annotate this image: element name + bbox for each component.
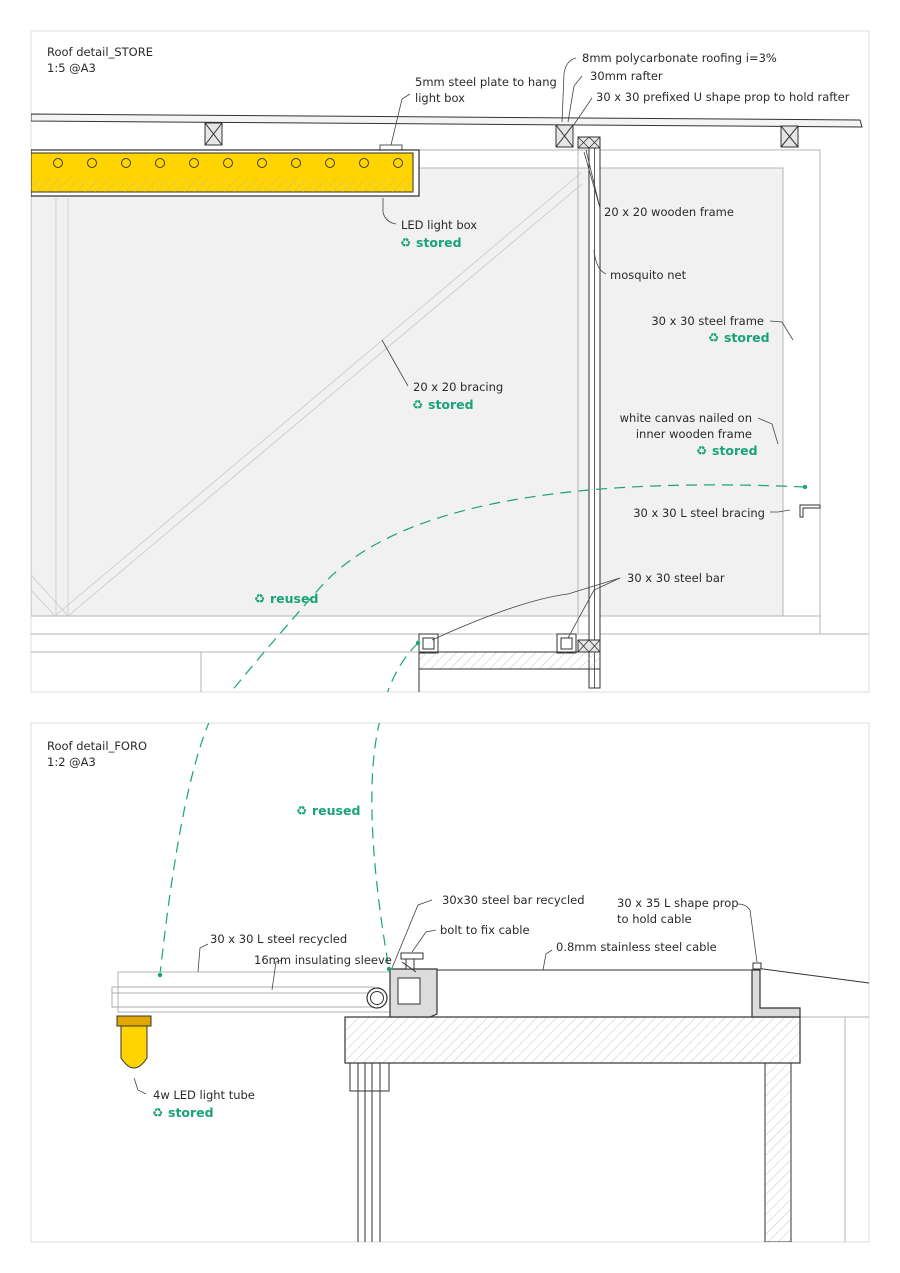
label-l-bracing: 30 x 30 L steel bracing bbox=[633, 506, 765, 520]
recycle-icon: ♻ bbox=[400, 235, 411, 250]
recycle-icon: ♻ bbox=[152, 1105, 163, 1120]
store-leaders bbox=[381, 57, 794, 641]
label-l-steel-recycled: 30 x 30 L steel recycled bbox=[210, 932, 347, 946]
foro-panel: Roof detail_FORO 1:2 @A3 ♻ reused 30x30 … bbox=[30, 722, 870, 1243]
tag-stored: ♻ stored bbox=[400, 235, 462, 250]
label-wooden-frame: 20 x 20 wooden frame bbox=[604, 205, 734, 219]
tag-stored: ♻ stored bbox=[412, 397, 474, 412]
label-canvas-1: white canvas nailed on bbox=[620, 411, 752, 425]
store-panel: Roof detail_STORE 1:5 @A3 8mm polycarbon… bbox=[30, 30, 870, 693]
reuse-dot bbox=[157, 972, 163, 978]
store-title: Roof detail_STORE bbox=[47, 45, 153, 59]
recycle-icon: ♻ bbox=[708, 330, 719, 345]
label-sleeve: 16mm insulating sleeve bbox=[254, 953, 392, 967]
reuse-path-top bbox=[230, 484, 806, 692]
reuse-dot bbox=[386, 966, 392, 972]
led-light-box bbox=[31, 149, 420, 197]
l-steel-recycled bbox=[117, 971, 391, 1013]
stainless-cable bbox=[754, 967, 869, 984]
svg-text:stored: stored bbox=[428, 397, 474, 412]
label-steel-frame: 30 x 30 steel frame bbox=[651, 314, 764, 328]
tag-stored: ♻ stored bbox=[708, 330, 770, 345]
label-plate-2: light box bbox=[415, 91, 465, 105]
label-bracing: 20 x 20 bracing bbox=[413, 380, 503, 394]
reuse-path-bottom bbox=[159, 723, 210, 976]
svg-text:stored: stored bbox=[724, 330, 770, 345]
label-led-tube: 4w LED light tube bbox=[153, 1088, 255, 1102]
post-and-net bbox=[577, 136, 601, 689]
tag-stored: ♻ stored bbox=[152, 1105, 214, 1120]
wooden-bracing bbox=[31, 171, 583, 617]
label-bolt: bolt to fix cable bbox=[440, 923, 530, 937]
foro-scale: 1:2 @A3 bbox=[47, 755, 96, 769]
label-l-prop-1: 30 x 35 L shape prop bbox=[617, 896, 739, 910]
svg-text:stored: stored bbox=[416, 235, 462, 250]
bolt bbox=[400, 952, 424, 973]
polycarbonate-roof bbox=[31, 113, 863, 128]
steel-bars bbox=[418, 633, 577, 654]
label-canvas-2: inner wooden frame bbox=[636, 427, 752, 441]
recycle-icon: ♻ bbox=[296, 803, 307, 818]
svg-text:stored: stored bbox=[168, 1105, 214, 1120]
label-polycarbonate: 8mm polycarbonate roofing i=3% bbox=[582, 51, 777, 65]
steel-plate bbox=[379, 144, 403, 151]
label-led-box: LED light box bbox=[401, 218, 477, 232]
label-mosquito-net: mosquito net bbox=[610, 268, 687, 282]
svg-text:stored: stored bbox=[712, 443, 758, 458]
label-uprop: 30 x 30 prefixed U shape prop to hold ra… bbox=[596, 90, 850, 104]
store-scale: 1:5 @A3 bbox=[47, 61, 96, 75]
recycle-icon: ♻ bbox=[254, 591, 265, 606]
label-steel-bar: 30 x 30 steel bar bbox=[627, 571, 725, 585]
label-steel-bar-recycled: 30x30 steel bar recycled bbox=[442, 893, 585, 907]
tag-reused: ♻ reused bbox=[296, 803, 360, 818]
rafters bbox=[204, 122, 799, 148]
l-shape-prop bbox=[751, 969, 801, 1018]
label-rafter: 30mm rafter bbox=[590, 69, 663, 83]
foro-title: Roof detail_FORO bbox=[47, 739, 147, 753]
l-steel-bracing bbox=[799, 504, 821, 518]
label-cable: 0.8mm stainless steel cable bbox=[556, 940, 717, 954]
reuse-dot bbox=[802, 484, 808, 490]
svg-text:reused: reused bbox=[270, 591, 318, 606]
recycle-icon: ♻ bbox=[696, 443, 707, 458]
posts bbox=[349, 1062, 390, 1242]
foro-leaders bbox=[133, 899, 758, 1095]
label-l-prop-2: to hold cable bbox=[617, 912, 692, 926]
column bbox=[764, 1062, 792, 1242]
reuse-dot bbox=[415, 640, 421, 646]
foro-slab bbox=[344, 1016, 801, 1064]
tag-reused: ♻ reused bbox=[254, 591, 318, 606]
led-light-tube bbox=[116, 1015, 152, 1069]
recycle-icon: ♻ bbox=[412, 397, 423, 412]
tag-stored: ♻ stored bbox=[696, 443, 758, 458]
base-beam bbox=[418, 651, 601, 670]
svg-text:reused: reused bbox=[312, 803, 360, 818]
label-plate-1: 5mm steel plate to hang bbox=[415, 75, 557, 89]
